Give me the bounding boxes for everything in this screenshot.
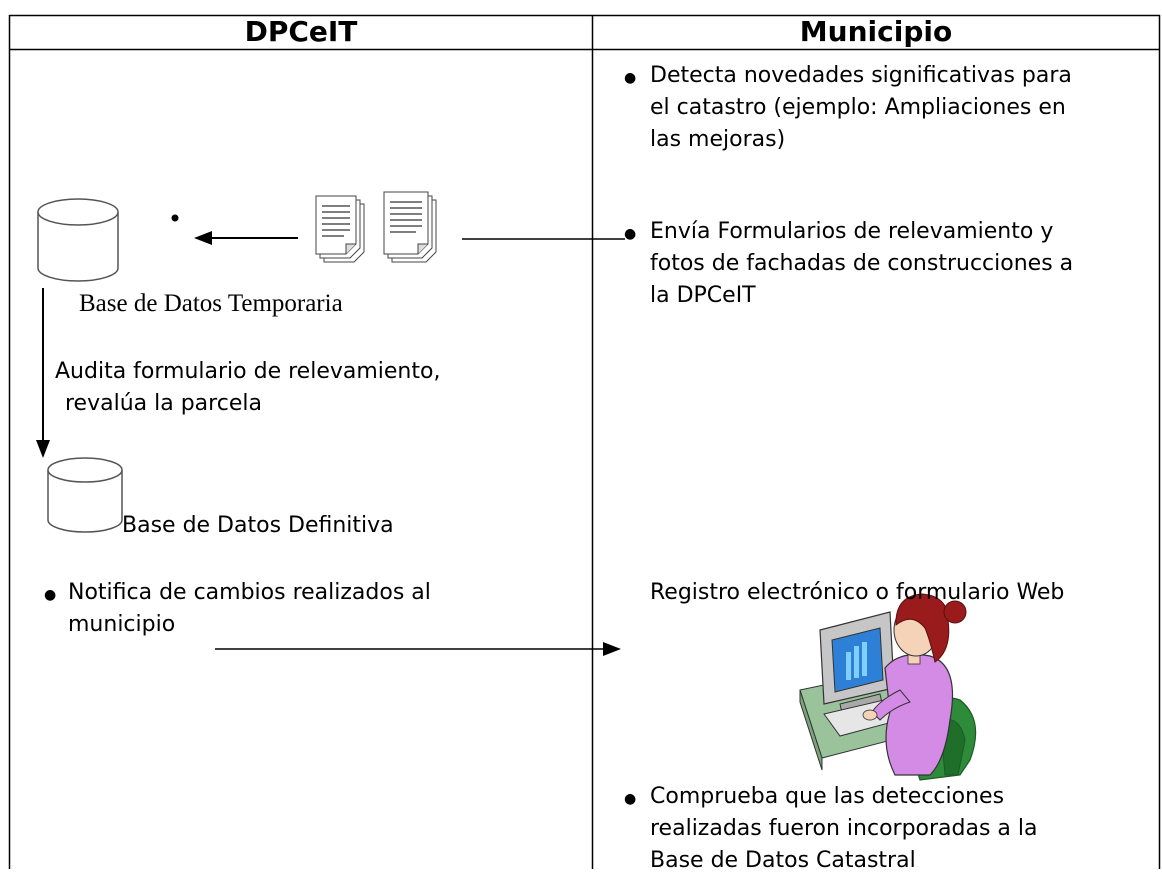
db-def-label: Base de Datos Definitiva	[122, 513, 394, 538]
db-temp-label: Base de Datos Temporaria	[79, 290, 343, 317]
bullet: ●	[44, 587, 57, 603]
audit-line-1: Audita formulario de relevamiento,	[55, 359, 441, 384]
notify-line-1: Notifica de cambios realizados al	[68, 580, 431, 605]
header-municipio: Municipio	[799, 15, 953, 48]
database-definitive-icon	[47, 457, 123, 533]
check-line-3: Base de Datos Catastral	[650, 848, 916, 873]
documents-icon	[315, 191, 437, 263]
send-line-1: Envía Formularios de relevamiento y	[650, 219, 1054, 244]
detect-line-2: el catastro (ejemplo: Ampliaciones en	[650, 95, 1066, 120]
registro-label: Registro electrónico o formulario Web	[650, 580, 1065, 605]
detect-line-3: las mejoras)	[650, 127, 786, 152]
dot-marker	[171, 214, 179, 222]
arrow-to-definitive-db	[36, 288, 50, 458]
arrow-notify	[215, 642, 621, 656]
check-line-2: realizadas fueron incorporadas a la	[650, 816, 1038, 841]
arrow-to-temp-db	[194, 231, 298, 245]
notify-line-2: municipio	[68, 612, 176, 637]
send-line-3: la DPCeIT	[650, 283, 756, 308]
bullet: ●	[624, 70, 637, 86]
check-line-1: Comprueba que las detecciones	[650, 784, 1005, 809]
detect-line-1: Detecta novedades significativas para	[650, 63, 1072, 88]
person-computer-icon	[799, 593, 977, 781]
send-line-2: fotos de fachadas de construcciones a	[650, 251, 1074, 276]
bullet: ●	[624, 791, 637, 807]
header-dpceit: DPCeIT	[244, 15, 358, 48]
database-temporal-icon	[37, 198, 119, 282]
bullet: ●	[624, 226, 637, 242]
audit-line-2: revalúa la parcela	[65, 391, 262, 416]
